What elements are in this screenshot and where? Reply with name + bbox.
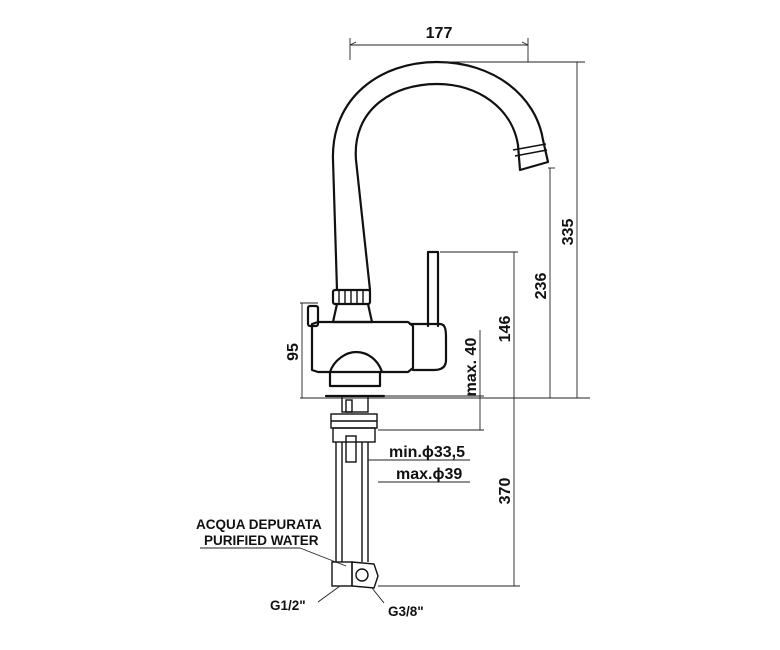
label-purified-water: PURIFIED WATER — [204, 533, 319, 548]
shank — [341, 395, 369, 413]
leader-g12 — [317, 585, 341, 603]
arrow-177-r — [521, 41, 529, 46]
label-min-hole: min.ϕ33,5 — [389, 444, 465, 461]
shank-detail — [345, 399, 353, 413]
fitting-g38 — [351, 561, 379, 589]
leader-g38 — [371, 587, 385, 604]
fitting-hole — [355, 568, 369, 582]
faucet-outline — [306, 60, 550, 589]
washer — [332, 427, 376, 443]
label-max-hole: max.ϕ39 — [396, 466, 462, 483]
leader-purified — [299, 547, 347, 567]
label-95: 95 — [285, 343, 302, 361]
fitting-g12 — [331, 561, 353, 587]
spout-tip-line-1 — [512, 143, 547, 151]
dimension-lines — [200, 38, 590, 604]
spout-inner — [354, 82, 520, 292]
label-335: 335 — [560, 219, 577, 246]
label-g12: G1/2" — [270, 598, 306, 613]
label-236: 236 — [533, 273, 550, 300]
main-body — [310, 320, 415, 374]
spout-tip-line-2 — [514, 149, 548, 157]
base-plate — [328, 370, 382, 388]
handle-cartridge — [408, 322, 448, 372]
label-g38: G3/8" — [388, 604, 424, 619]
spout-tip — [516, 138, 550, 172]
label-acqua-depurata: ACQUA DEPURATA — [196, 517, 322, 532]
label-146: 146 — [497, 316, 514, 343]
spout-outer — [331, 60, 545, 292]
lever-handle — [426, 250, 440, 328]
dimension-labels: 177 335 236 146 95 max. 40 min.ϕ33,5 max… — [196, 25, 577, 619]
label-177: 177 — [426, 25, 453, 42]
arrow-177-l — [349, 41, 357, 46]
label-370: 370 — [497, 478, 514, 505]
label-max-40: max. 40 — [463, 338, 480, 397]
body-lobe — [328, 350, 384, 374]
spout-neck — [331, 302, 374, 324]
stud — [345, 435, 357, 463]
